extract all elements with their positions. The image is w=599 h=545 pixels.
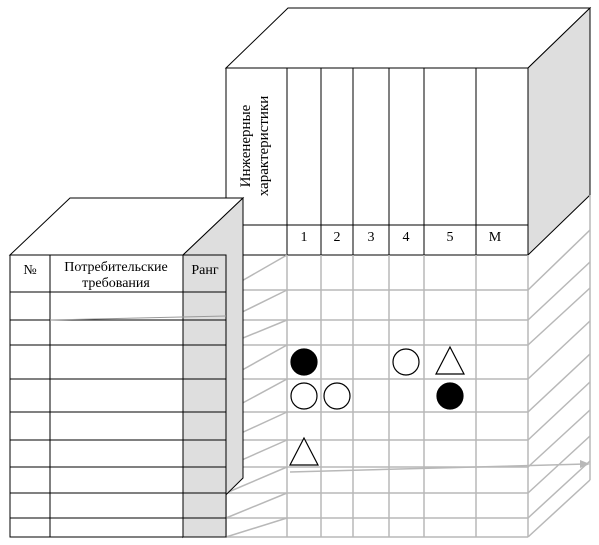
open-circle-icon xyxy=(323,382,351,410)
column-number-4: 4 xyxy=(403,230,410,245)
column-number-2: 2 xyxy=(334,230,341,245)
column-number-m: М xyxy=(489,230,502,245)
header-requirements-2: требования xyxy=(82,276,150,291)
arrow-head-icon xyxy=(580,460,590,468)
engineering-characteristics-title-2: характеристики xyxy=(256,96,272,197)
triangle-icon xyxy=(435,345,465,375)
column-number-1: 1 xyxy=(301,230,308,245)
triangle-icon xyxy=(289,436,319,466)
roof-top-face xyxy=(224,7,592,69)
roof-box: Инженерные характеристики 1 2 3 4 5 М xyxy=(224,6,592,257)
filled-circle-icon xyxy=(290,348,318,376)
open-circle-icon xyxy=(290,382,318,410)
header-number: № xyxy=(23,263,36,278)
relationship-symbols xyxy=(289,345,465,466)
engineering-characteristics-title: Инженерные xyxy=(238,104,254,187)
column-number-5: 5 xyxy=(447,230,454,245)
open-circle-icon xyxy=(392,348,420,376)
relationship-matrix xyxy=(225,195,591,538)
requirements-box: № Потребительские требования Ранг xyxy=(8,196,245,539)
requirements-front-face xyxy=(9,254,184,538)
column-number-3: 3 xyxy=(368,230,375,245)
filled-circle-icon xyxy=(436,382,464,410)
header-requirements: Потребительские xyxy=(64,260,167,275)
rank-column xyxy=(182,254,227,538)
roof-front-face xyxy=(225,67,529,256)
header-rank: Ранг xyxy=(191,263,218,278)
